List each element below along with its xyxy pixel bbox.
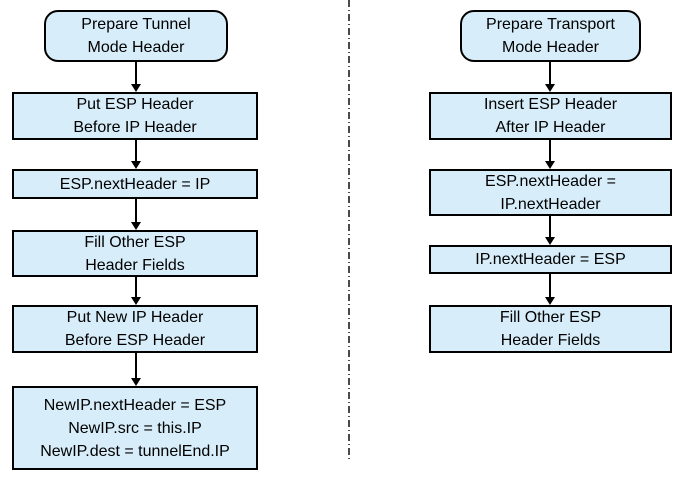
- arrowhead-icon: [131, 297, 141, 305]
- arrowhead-icon: [545, 297, 555, 305]
- arrow-shaft: [549, 62, 551, 86]
- flow-node-fill-other-esp-tunnel: Fill Other ESP Header Fields: [12, 230, 258, 277]
- arrowhead-icon: [131, 378, 141, 386]
- arrow-shaft: [549, 216, 551, 239]
- flow-arrow-down: [544, 274, 556, 305]
- arrowhead-icon: [545, 237, 555, 245]
- arrowhead-icon: [545, 84, 555, 92]
- flow-arrow-down: [130, 199, 142, 230]
- arrow-shaft: [135, 277, 137, 299]
- flow-arrow-down: [544, 216, 556, 245]
- flow-node-esp-nextheader-from-ip: ESP.nextHeader = IP.nextHeader: [429, 169, 672, 216]
- flow-node-ip-nextheader-esp: IP.nextHeader = ESP: [429, 245, 672, 274]
- flow-node-prepare-transport-header: Prepare Transport Mode Header: [460, 10, 641, 62]
- flow-arrow-down: [130, 353, 142, 386]
- arrow-shaft: [135, 62, 137, 86]
- arrowhead-icon: [131, 84, 141, 92]
- divider-line: [348, 0, 350, 462]
- flow-node-put-esp-before-ip: Put ESP Header Before IP Header: [12, 92, 258, 140]
- arrowhead-icon: [545, 161, 555, 169]
- arrow-shaft: [549, 140, 551, 163]
- arrowhead-icon: [131, 222, 141, 230]
- flow-node-insert-esp-after-ip: Insert ESP Header After IP Header: [429, 92, 672, 140]
- arrow-shaft: [135, 199, 137, 224]
- arrow-shaft: [549, 274, 551, 299]
- arrowhead-icon: [131, 161, 141, 169]
- flow-node-newip-assignments: NewIP.nextHeader = ESP NewIP.src = this.…: [12, 386, 258, 470]
- flow-node-esp-nextheader-ip: ESP.nextHeader = IP: [12, 169, 258, 199]
- flow-node-fill-other-esp-transport: Fill Other ESP Header Fields: [429, 305, 672, 353]
- arrow-shaft: [135, 140, 137, 163]
- flow-node-prepare-tunnel-header: Prepare Tunnel Mode Header: [44, 10, 228, 62]
- flow-arrow-down: [544, 140, 556, 169]
- flow-arrow-down: [130, 62, 142, 92]
- flow-arrow-down: [544, 62, 556, 92]
- arrow-shaft: [135, 353, 137, 380]
- flow-arrow-down: [130, 277, 142, 305]
- flow-node-put-new-ip-header: Put New IP Header Before ESP Header: [12, 305, 258, 353]
- flow-arrow-down: [130, 140, 142, 169]
